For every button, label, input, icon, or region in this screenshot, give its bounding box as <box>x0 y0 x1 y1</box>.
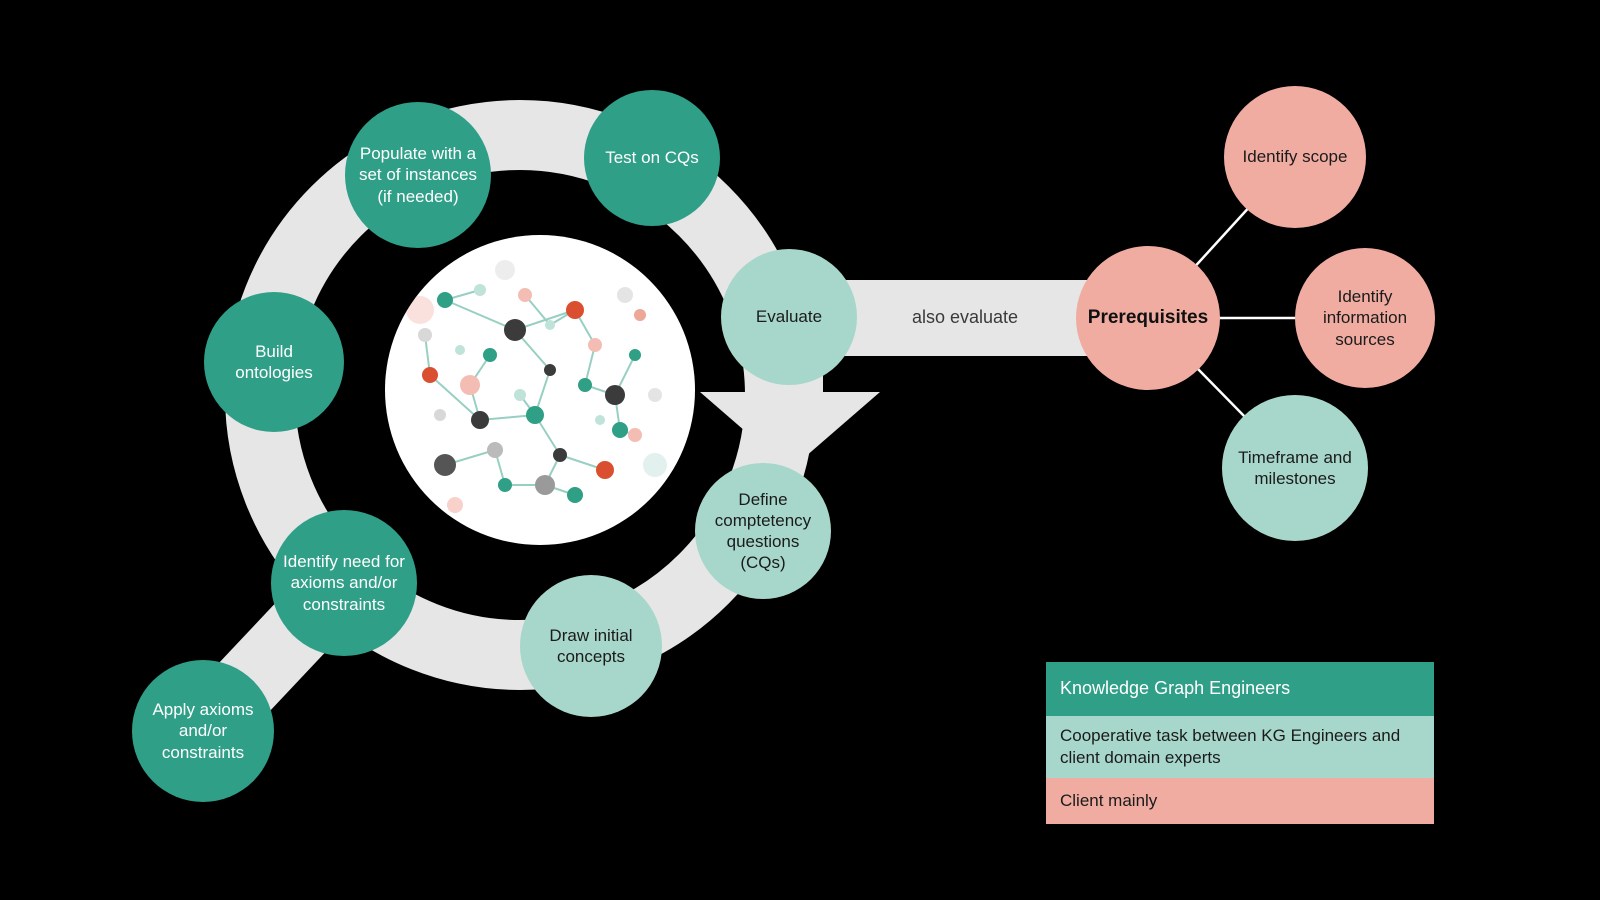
network-graphic <box>406 260 667 513</box>
prereq-identify-information-sources: Identify information sources <box>1295 248 1435 388</box>
step-label: Draw initial concepts <box>549 625 633 666</box>
legend-label: Cooperative task between KG Engineers an… <box>1060 725 1401 767</box>
legend-row-cooperative: Cooperative task between KG Engineers an… <box>1046 716 1434 778</box>
also-evaluate-label: also evaluate <box>911 307 1019 327</box>
step-label: Test on CQs <box>605 148 699 168</box>
step-evaluate: Evaluate <box>721 249 857 385</box>
step-populate-instances: Populate with a set of instances (if nee… <box>345 102 491 248</box>
step-label: Populate with a set of instances (if nee… <box>358 144 478 206</box>
step-label: Define comptetency questions (CQs) <box>714 489 812 573</box>
legend-label: Knowledge Graph Engineers <box>1060 678 1291 699</box>
step-label: Identify need for axioms and/or constrai… <box>283 552 405 614</box>
prereq-label: Timeframe and milestones <box>1238 447 1352 488</box>
step-apply-axioms: Apply axioms and/or constraints <box>132 660 274 802</box>
step-build-ontologies: Build ontologies <box>204 292 344 432</box>
knowledge-graph-image <box>385 235 695 545</box>
step-label: Build ontologies <box>235 341 313 382</box>
down-arrow <box>700 300 880 470</box>
step-test-on-cqs: Test on CQs <box>584 90 720 226</box>
prereq-timeframe-milestones: Timeframe and milestones <box>1222 395 1368 541</box>
step-identify-need-axioms: Identify need for axioms and/or constrai… <box>271 510 417 656</box>
prerequisites-hub: Prerequisites <box>1076 246 1220 390</box>
step-draw-initial-concepts: Draw initial concepts <box>520 575 662 717</box>
legend: Knowledge Graph Engineers Cooperative ta… <box>1046 662 1434 824</box>
hub-label: Prerequisites <box>1087 307 1209 329</box>
step-label: Apply axioms and/or constraints <box>152 700 254 762</box>
prereq-identify-scope: Identify scope <box>1224 86 1366 228</box>
step-define-competency-questions: Define comptetency questions (CQs) <box>695 463 831 599</box>
prereq-label: Identify information sources <box>1322 287 1408 349</box>
step-label: Evaluate <box>755 307 823 327</box>
prereq-label: Identify scope <box>1242 147 1348 167</box>
legend-label: Client mainly <box>1060 790 1158 810</box>
legend-row-client: Client mainly <box>1046 778 1434 824</box>
legend-row-engineers: Knowledge Graph Engineers <box>1046 662 1434 716</box>
